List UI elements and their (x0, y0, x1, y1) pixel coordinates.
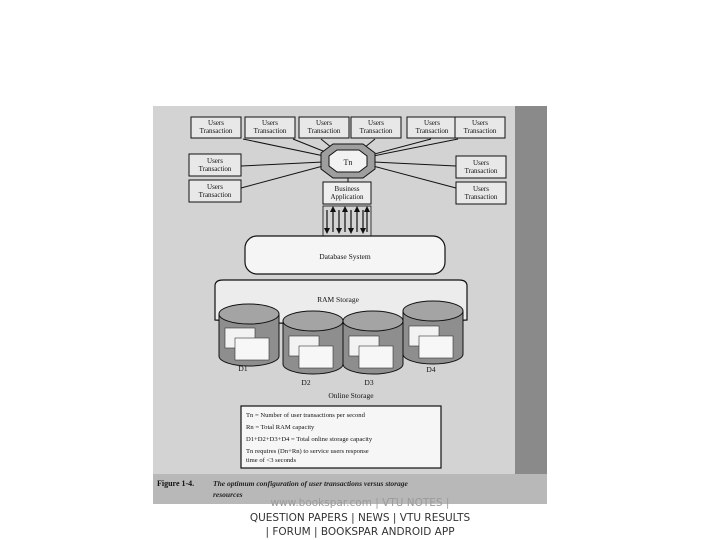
disk-d1: D1 (218, 303, 280, 373)
user-label-line2: Transaction (200, 127, 233, 135)
user-box-right-1: Users Transaction (455, 155, 507, 179)
user-box-left-2: Users Transaction (188, 179, 242, 203)
disk-label-d1: D1 (238, 364, 247, 373)
user-label-line1: Users (368, 119, 384, 127)
user-box-left-1: Users Transaction (188, 153, 242, 177)
business-app-line1: Business (335, 185, 360, 193)
user-label-line1: Users (424, 119, 440, 127)
user-label-line2: Transaction (360, 127, 393, 135)
disk-d3: D3 (342, 310, 404, 387)
user-label-line1: Users (473, 159, 489, 167)
user-transaction-boxes: Users Transaction Users Transaction User… (188, 116, 507, 205)
user-box-top-2: Users Transaction (244, 116, 296, 139)
user-label-line2: Transaction (464, 127, 497, 135)
user-label-line1: Users (262, 119, 278, 127)
transaction-hub: Tn (320, 143, 376, 179)
user-box-top-6: Users Transaction (454, 116, 506, 139)
online-storage-label: Online Storage (328, 391, 374, 400)
legend-line-1: Tn = Number of user transactions per sec… (246, 412, 366, 419)
legend-line-2: Rn = Total RAM capacity (246, 424, 315, 431)
arrow-heads (324, 206, 370, 234)
caption-text-1: The optimum configuration of user transa… (213, 479, 408, 488)
legend-line-3: D1+D2+D3+D4 = Total online storage capac… (246, 436, 373, 443)
footer-line-1: www.bookspar.com | VTU NOTES | (270, 497, 450, 509)
disk-label-d4: D4 (426, 365, 435, 374)
disk-group: D1 D2 D3 D4 (218, 300, 464, 387)
user-label-line2: Transaction (416, 127, 449, 135)
scanned-figure: Users Transaction Users Transaction User… (153, 106, 547, 504)
user-box-top-3: Users Transaction (298, 116, 350, 139)
caption-text-2: resources (213, 490, 243, 499)
user-label-line1: Users (207, 157, 223, 165)
scan-edge-shadow (515, 106, 547, 504)
disk-label-d2: D2 (301, 378, 310, 387)
user-label-line2: Transaction (308, 127, 341, 135)
caption-label: Figure 1-4. (157, 479, 194, 488)
user-box-right-2: Users Transaction (455, 181, 507, 205)
legend-line-5: time of <3 seconds (246, 457, 296, 464)
user-label-line1: Users (316, 119, 332, 127)
legend-line-4: Tn requires (Dn+Rn) to service users res… (246, 448, 369, 455)
figure-caption: Figure 1-4. The optimum configuration of… (157, 479, 408, 499)
user-label-line2: Transaction (465, 193, 498, 201)
hub-label: Tn (344, 158, 353, 167)
database-system: Database System (244, 235, 446, 275)
storage-configuration-diagram: Users Transaction Users Transaction User… (153, 106, 547, 504)
user-label-line1: Users (473, 185, 489, 193)
legend-box: Tn = Number of user transactions per sec… (240, 405, 442, 469)
footer-line-3: | FORUM | BOOKSPAR ANDROID APP (265, 526, 455, 538)
footer-line-2: QUESTION PAPERS | NEWS | VTU RESULTS (249, 512, 471, 524)
user-label-line2: Transaction (254, 127, 287, 135)
user-label-line1: Users (208, 119, 224, 127)
user-box-top-4: Users Transaction (350, 116, 402, 139)
business-app-line2: Application (330, 193, 364, 201)
user-label-line1: Users (207, 183, 223, 191)
ram-label: RAM Storage (317, 295, 360, 304)
disk-d4: D4 (402, 300, 464, 374)
disk-d2: D2 (282, 310, 344, 387)
disk-label-d3: D3 (364, 378, 373, 387)
user-label-line2: Transaction (199, 165, 232, 173)
database-label: Database System (319, 252, 371, 261)
user-box-top-1: Users Transaction (190, 116, 242, 139)
business-application-box: Business Application (322, 181, 372, 205)
user-box-top-5: Users Transaction (406, 116, 458, 139)
user-label-line2: Transaction (465, 167, 498, 175)
user-label-line1: Users (472, 119, 488, 127)
user-label-line2: Transaction (199, 191, 232, 199)
